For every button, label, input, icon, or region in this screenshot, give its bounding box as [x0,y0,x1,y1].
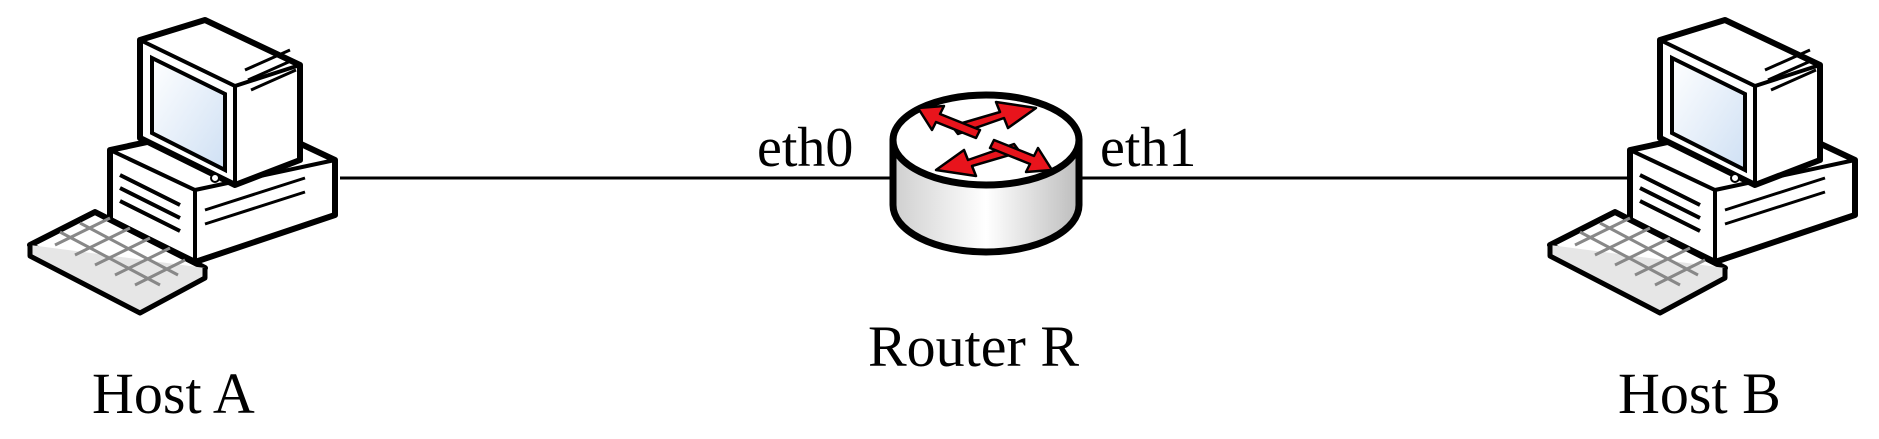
router-eth1-label: eth1 [1100,117,1197,179]
host-a-label: Host A [92,361,255,426]
host-b-label: Host B [1618,361,1781,426]
host-a-computer-icon [30,20,335,313]
router-eth0-label: eth0 [757,117,854,179]
router-icon [889,91,1083,256]
router-arrows-icon [916,100,1054,178]
host-b-computer-icon [1550,20,1855,313]
router-label: Router R [868,314,1080,379]
